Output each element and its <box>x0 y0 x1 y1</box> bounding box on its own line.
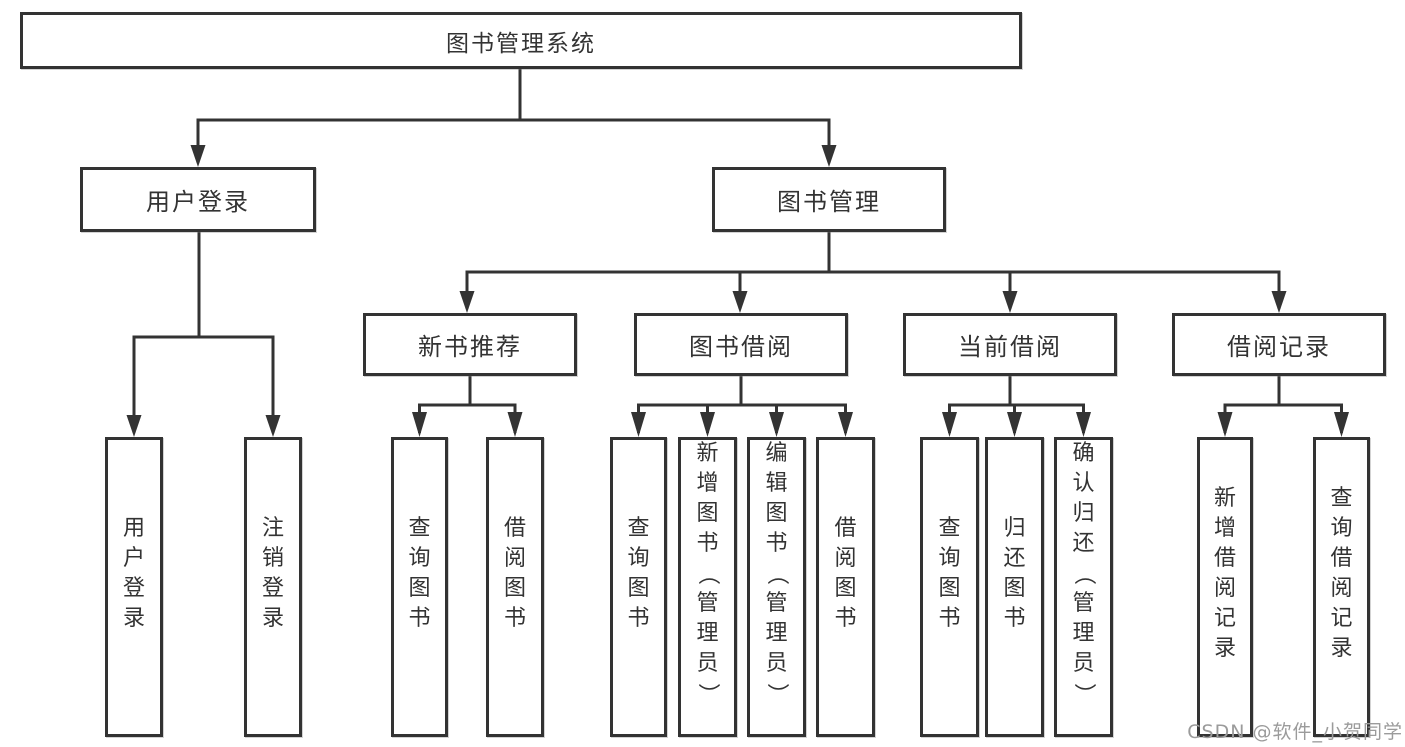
node-leaf-query-borrow-record: 查询借阅记录 <box>1313 437 1370 737</box>
connector-book-borrow-children <box>631 376 853 437</box>
node-leaf-return-book: 归还图书 <box>985 437 1044 737</box>
node-borrow-records: 借阅记录 <box>1172 313 1386 376</box>
node-leaf-query-books-recommend: 查询图书 <box>391 437 448 737</box>
arrowhead-icon <box>1271 291 1287 313</box>
arrowhead-icon <box>1007 412 1022 437</box>
arrowhead-icon <box>190 145 206 167</box>
connector-current-borrow-children <box>942 376 1091 437</box>
watermark: CSDN @软件_小贺同学 <box>1187 721 1403 743</box>
node-leaf-logout: 注销登录 <box>244 437 302 737</box>
arrowhead-icon <box>412 412 427 437</box>
node-library-system: 图书管理系统 <box>20 12 1022 69</box>
node-book-management: 图书管理 <box>712 167 946 232</box>
arrowhead-icon <box>459 291 475 313</box>
arrowhead-icon <box>821 145 837 167</box>
arrowhead-icon <box>732 291 748 313</box>
node-user-login: 用户登录 <box>80 167 316 232</box>
connector-root-to-level1 <box>190 69 837 167</box>
arrowhead-icon <box>942 412 957 437</box>
arrowhead-icon <box>1002 291 1018 313</box>
arrowhead-icon <box>507 412 523 437</box>
connector-borrow-records-children <box>1217 376 1349 437</box>
node-leaf-add-book-admin: 新增图书（管理员） <box>678 437 737 737</box>
connector-user-login-children <box>126 232 281 437</box>
node-leaf-borrow-book: 借阅图书 <box>816 437 875 737</box>
arrowhead-icon <box>1076 412 1091 437</box>
node-book-borrow: 图书借阅 <box>634 313 848 376</box>
arrowhead-icon <box>126 415 142 437</box>
arrowhead-icon <box>1217 412 1233 437</box>
connector-book-management-children <box>459 232 1287 313</box>
node-leaf-borrow-book-recommend: 借阅图书 <box>486 437 544 737</box>
node-leaf-query-books-current: 查询图书 <box>920 437 979 737</box>
arrowhead-icon <box>265 415 281 437</box>
node-leaf-query-books-borrow: 查询图书 <box>610 437 667 737</box>
connector-new-book-children <box>412 376 523 437</box>
arrowhead-icon <box>631 412 646 437</box>
node-leaf-edit-book-admin: 编辑图书（管理员） <box>747 437 806 737</box>
arrowhead-icon <box>769 412 784 437</box>
arrowhead-icon <box>700 412 715 437</box>
node-new-book-recommend: 新书推荐 <box>363 313 577 376</box>
node-leaf-user-login: 用户登录 <box>105 437 163 737</box>
node-leaf-add-borrow-record: 新增借阅记录 <box>1197 437 1253 737</box>
node-leaf-confirm-return-admin: 确认归还（管理员） <box>1054 437 1113 737</box>
arrowhead-icon <box>1334 412 1349 437</box>
node-current-borrow: 当前借阅 <box>903 313 1117 376</box>
arrowhead-icon <box>838 412 853 437</box>
